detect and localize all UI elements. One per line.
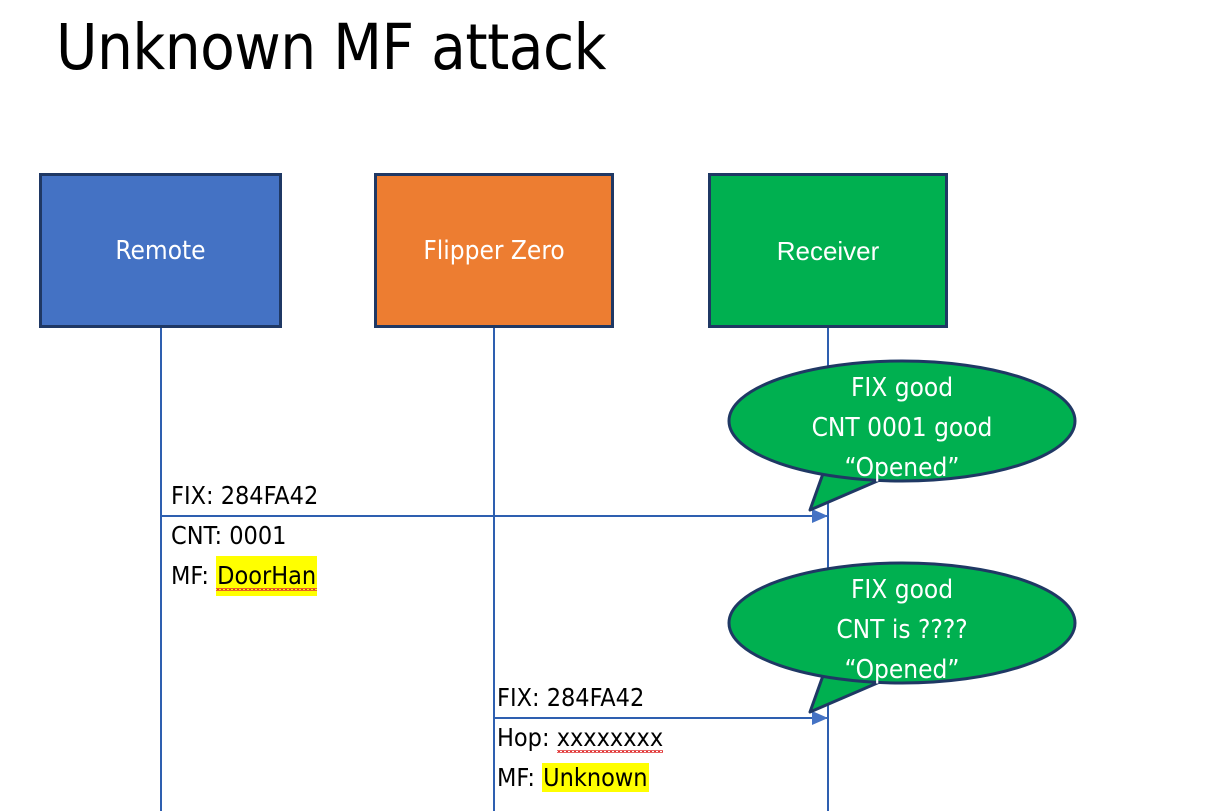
message-1-label-above: FIX: 284FA42 [171, 476, 318, 516]
message-2-fix-text: FIX: 284FA42 [497, 683, 645, 712]
message-1-mf-prefix: MF: [171, 561, 217, 590]
message-2-label-above: FIX: 284FA42 [497, 678, 644, 718]
page-title: Unknown MF attack [56, 11, 607, 84]
actor-label-flipper-zero: Flipper Zero [423, 235, 565, 266]
message-1-fix-text: FIX: 284FA42 [171, 481, 319, 510]
actor-label-remote: Remote [115, 235, 206, 266]
message-2-label-below: Hop: xxxxxxxx MF: Unknown [497, 718, 664, 798]
message-1-cnt-line: CNT: 0001 [171, 516, 317, 556]
lifeline-remote [160, 328, 162, 811]
actor-box-remote[interactable]: Remote [39, 173, 282, 328]
speech-bubble-body-1 [727, 359, 1077, 483]
message-1-cnt-text: CNT: 0001 [171, 521, 287, 550]
message-2-hop-line: Hop: xxxxxxxx [497, 718, 664, 758]
message-1-label-below: CNT: 0001 MF: DoorHan [171, 516, 318, 596]
speech-bubble-receiver-first[interactable]: FIX good CNT 0001 good “Opened” [722, 358, 1082, 523]
speech-bubble-body-2 [727, 561, 1077, 685]
actor-box-receiver[interactable]: Receiver [708, 173, 948, 328]
message-arrow-flipper-to-receiver [494, 711, 828, 725]
message-1-mf-value: DoorHan [216, 556, 318, 596]
actor-label-receiver: Receiver [776, 235, 880, 266]
message-2-hop-prefix: Hop: [497, 723, 557, 752]
lifeline-flipper-zero [493, 328, 495, 811]
message-2-hop-value: xxxxxxxx [556, 718, 664, 758]
speech-bubble-receiver-second[interactable]: FIX good CNT is ???? “Opened” [722, 560, 1082, 725]
message-arrow-remote-to-receiver [161, 509, 828, 523]
message-1-mf-line: MF: DoorHan [171, 556, 318, 596]
message-2-mf-value: Unknown [542, 763, 649, 792]
message-2-mf-prefix: MF: [497, 763, 543, 792]
actor-box-flipper-zero[interactable]: Flipper Zero [374, 173, 614, 328]
message-2-mf-line: MF: Unknown [497, 758, 663, 798]
